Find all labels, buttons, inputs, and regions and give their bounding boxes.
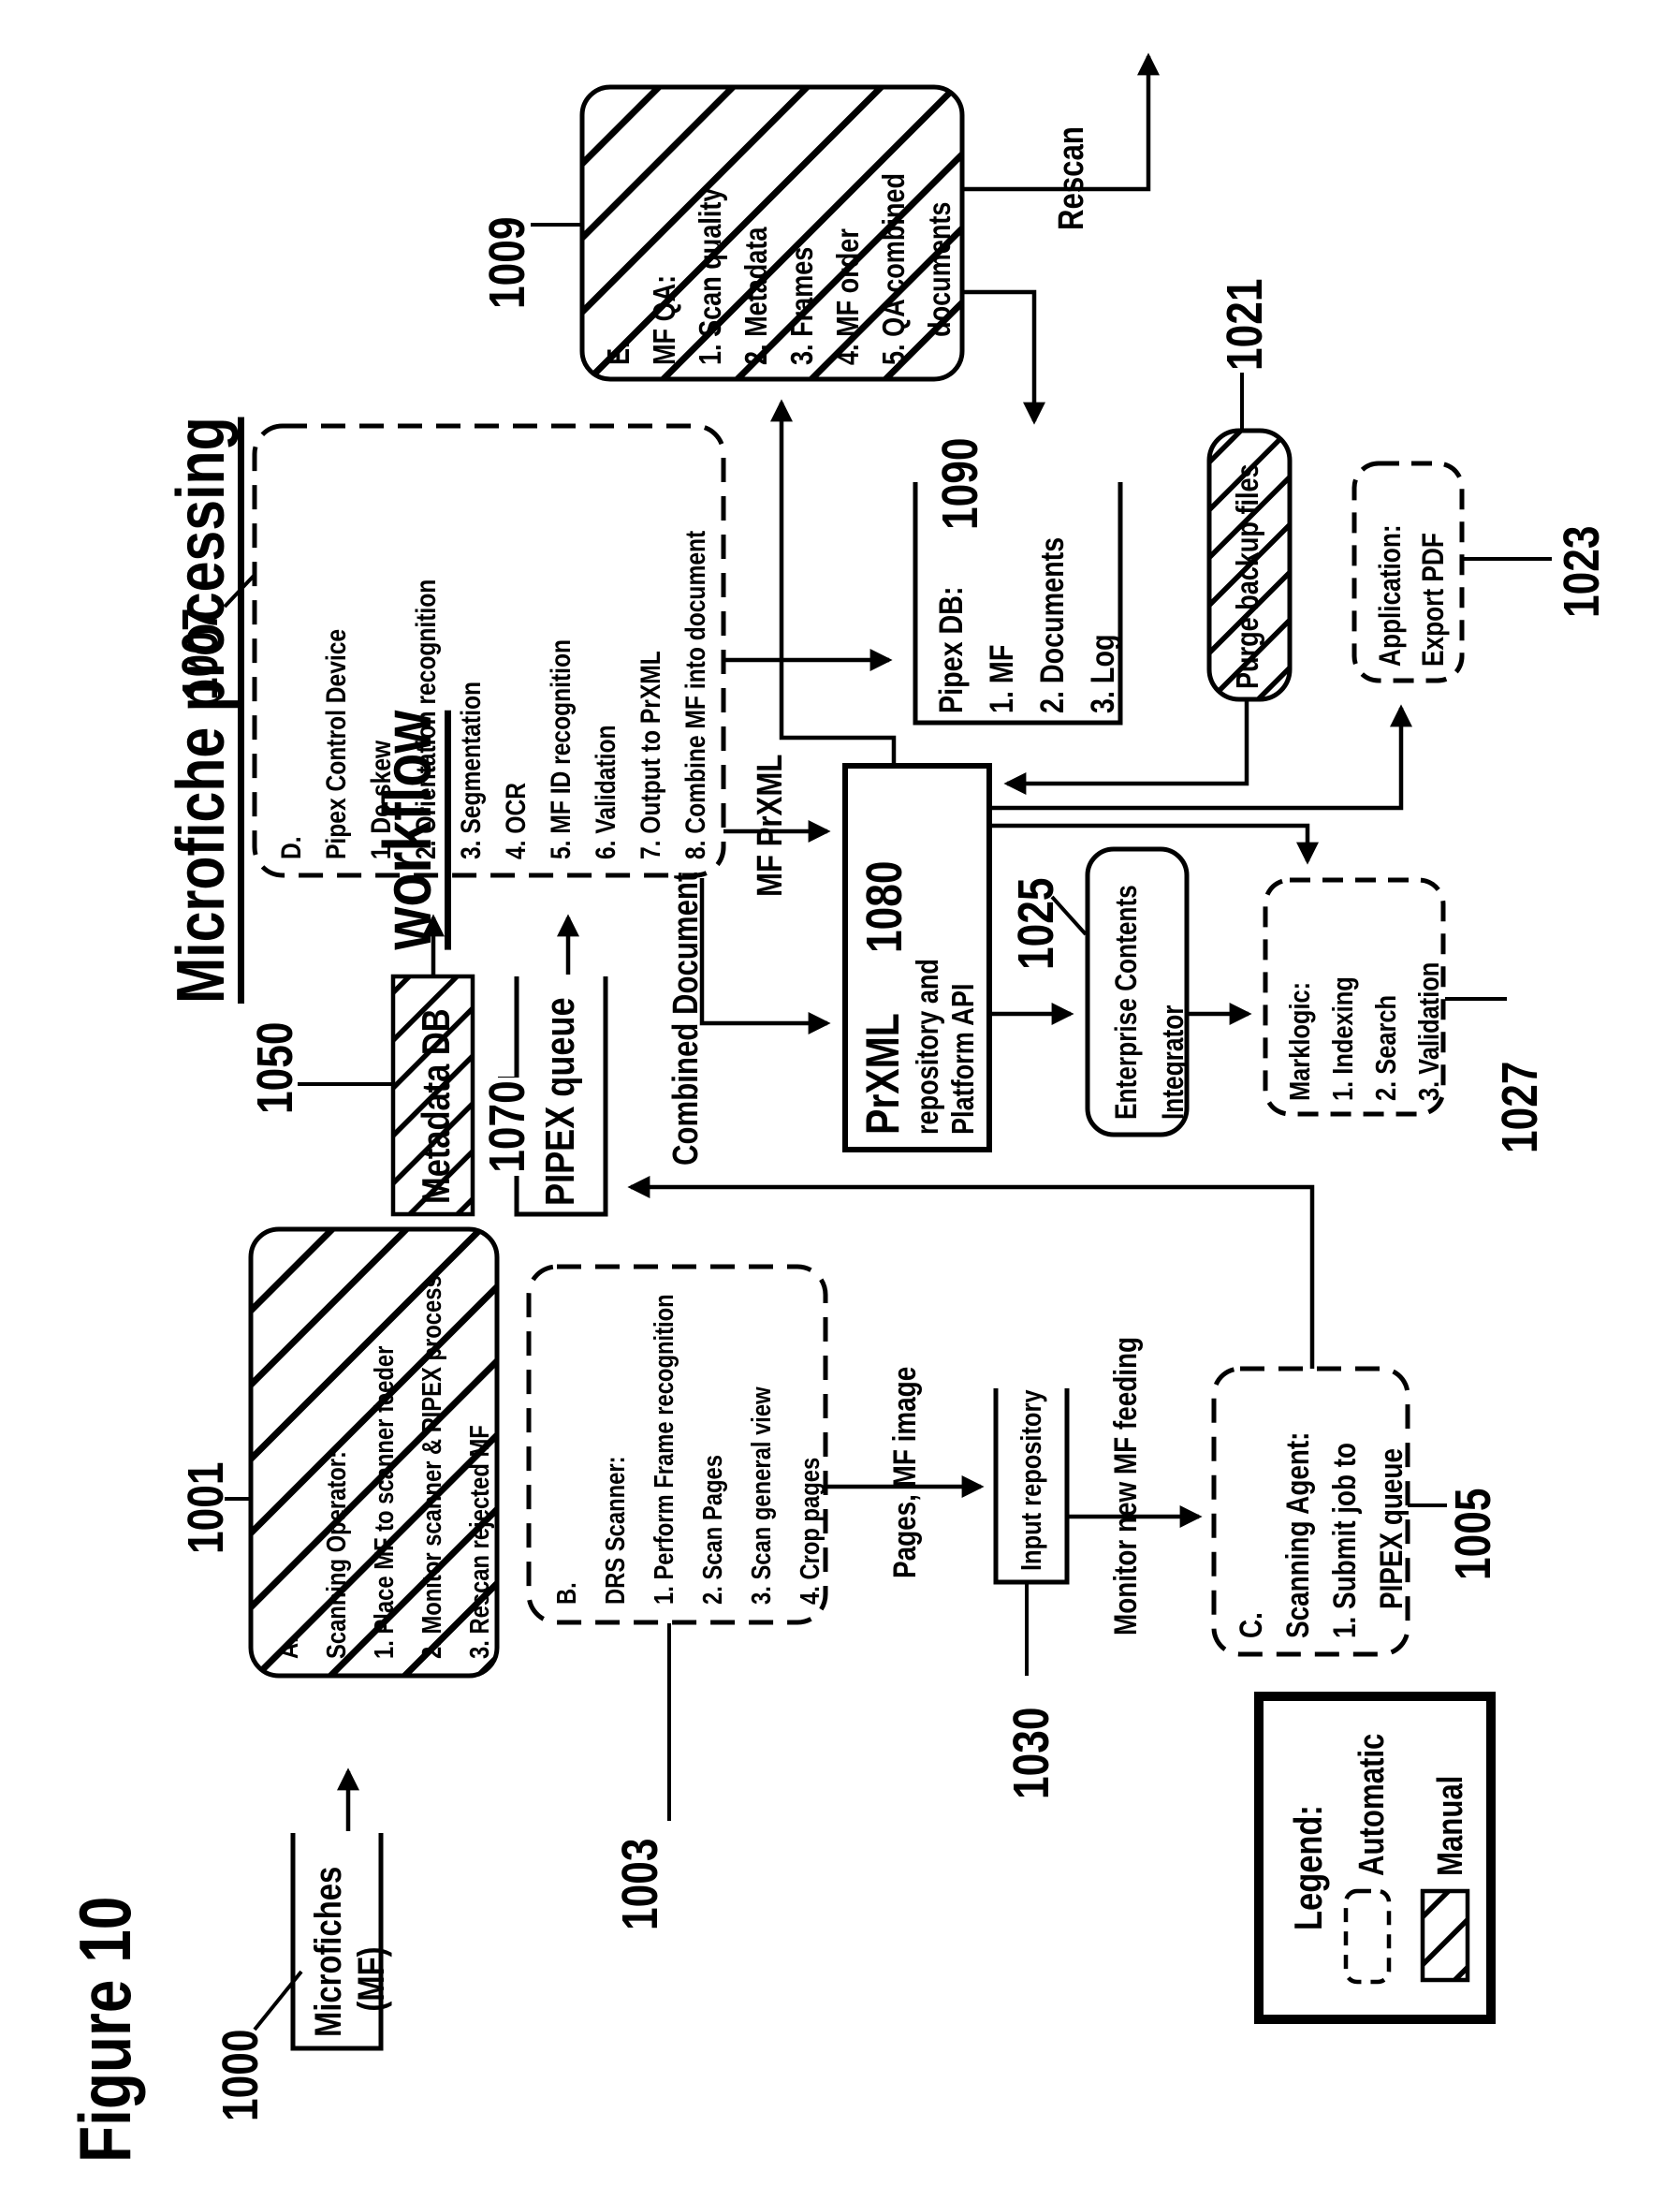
legend-automatic-label: Automatic <box>1352 1733 1392 1876</box>
connector-control-to-prxml-top <box>779 660 897 768</box>
ref-1070-label: 1070 <box>479 1077 535 1176</box>
ref-1007-label: 1007 <box>172 608 228 700</box>
legend-manual-swatch <box>1420 1888 1470 1983</box>
ref-1027-label: 1027 <box>1492 1061 1548 1153</box>
edge-monitor-feeding-label: Monitor new MF feeding <box>1108 1336 1144 1635</box>
ref-1030-label: 1030 <box>1003 1707 1059 1799</box>
node-prxml-main-label: PrXML <box>856 1013 909 1135</box>
edge-mf-prxml-label: MF PrXML <box>751 754 790 897</box>
node-mf-qa-label: E. MF QA: 1. Scan quality 2. Metadata 3.… <box>601 173 957 365</box>
node-marklogic-box <box>1263 877 1446 1117</box>
ref-1001-label: 1001 <box>178 1461 234 1554</box>
node-purge-backup-box <box>1206 428 1293 702</box>
legend-title-label: Legend: <box>1286 1805 1330 1930</box>
node-scanning-agent-label: C. Scanning Agent: 1. Submit job to PIPE… <box>1234 1431 1410 1638</box>
node-eci-label: Enterprise Contents Integrator <box>1109 885 1190 1120</box>
figure-number-label: Figure 10 <box>64 1896 146 2163</box>
ref-1050-label: 1050 <box>247 1021 303 1114</box>
leader-1025 <box>1050 895 1088 936</box>
connector-prxml-to-marklogic <box>989 823 1319 865</box>
node-pipex-control-label: D. Pipex Control Device 1. De-skew 2. Or… <box>276 530 711 859</box>
node-eci-box <box>1085 846 1190 1137</box>
edge-combined-document-label: Combined Document <box>666 872 706 1166</box>
connector-prxml-to-export-pdf <box>989 704 1412 811</box>
ref-1021-label: 1021 <box>1217 278 1273 371</box>
node-purge-backup-label: Purge backup files <box>1230 463 1264 689</box>
leader-1000 <box>253 1970 303 2031</box>
node-metadata-db-box <box>390 974 475 1217</box>
node-drs-scanner-label: B. DRS Scanner: 1. Perform Frame recogni… <box>552 1294 825 1605</box>
node-pipex-db-box <box>913 482 1123 726</box>
node-input-repository-box <box>993 1388 1070 1585</box>
connector-combined-document <box>699 878 831 1034</box>
node-export-pdf-label: Application: Export PDF <box>1373 524 1450 667</box>
node-scanning-operator-label: A. Scanning Operator: 1. Place MF to sca… <box>274 1275 495 1659</box>
node-pipex-db-label: Pipex DB: 1. MF 2. Documents 3. Log <box>933 536 1121 713</box>
node-metadata-db-label: Metadata DB <box>414 1008 458 1204</box>
connector-purge-to-prxml <box>1003 699 1249 795</box>
node-marklogic-label: Marklogic: 1. Indexing 2. Search 3. Vali… <box>1283 961 1445 1101</box>
node-microfiches-box <box>290 1833 384 2051</box>
node-microfiches-label: Microfiches (MF) <box>308 1866 392 2037</box>
legend-manual-label: Manual <box>1431 1775 1470 1876</box>
node-mf-qa-box <box>579 84 965 382</box>
ref-1025-label: 1025 <box>1008 877 1064 970</box>
node-pipex-control-box <box>252 423 726 878</box>
edge-pages-mf-image-label: Pages, MF image <box>887 1366 923 1578</box>
node-prxml-repository-box <box>842 763 992 1152</box>
connector-mf-qa-to-pipex-db <box>962 289 1045 425</box>
node-scanning-agent-box <box>1211 1366 1410 1657</box>
page-title-line1: Microfiche processing <box>164 417 244 1004</box>
ref-1090-label: 1090 <box>932 437 988 530</box>
edge-rescan-label: Rescan <box>1052 126 1091 230</box>
ref-1080-label: 1080 <box>856 860 913 953</box>
legend-automatic-swatch <box>1343 1888 1392 1985</box>
node-export-pdf-box <box>1351 461 1465 683</box>
ref-1009-label: 1009 <box>479 216 535 309</box>
ref-1003-label: 1003 <box>612 1838 668 1930</box>
node-input-repository-label: Input repository <box>1015 1389 1047 1571</box>
ref-1005-label: 1005 <box>1445 1488 1501 1580</box>
node-drs-scanner-box <box>526 1264 828 1625</box>
leader-1007 <box>223 573 256 609</box>
node-pipex-queue-label: PIPEX queue <box>537 997 583 1206</box>
connector-agent-to-pipex-queue <box>627 1176 1315 1369</box>
node-scanning-operator-box <box>248 1226 500 1679</box>
ref-1000-label: 1000 <box>212 2029 269 2121</box>
node-prxml-sub-label: repository and Platform API <box>910 959 980 1135</box>
connector-rescan <box>962 52 1160 192</box>
ref-1023-label: 1023 <box>1554 525 1610 618</box>
